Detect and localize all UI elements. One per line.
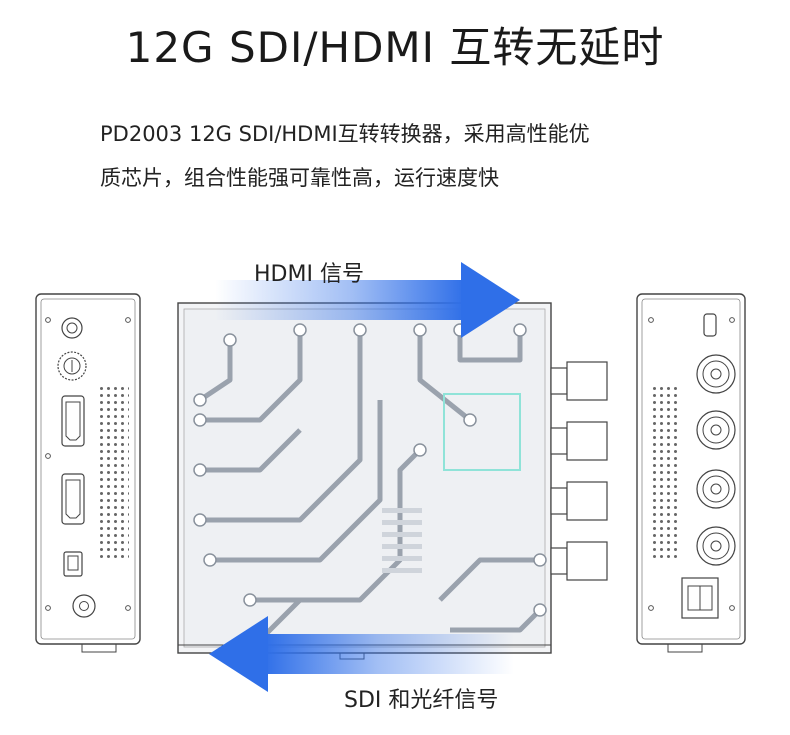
sfp-fiber-port-icon <box>681 577 719 619</box>
sdi-signal-arrow <box>209 616 514 692</box>
rotary-switch-icon <box>57 351 87 381</box>
hdmi-port-icon <box>61 473 85 525</box>
description-line-2: 质芯片，组合性能强可靠性高，运行速度快 <box>100 166 499 190</box>
bnc-port-icon <box>696 526 736 566</box>
usb-port-icon <box>63 551 83 577</box>
right-panel <box>636 293 746 653</box>
page-title: 12G SDI/HDMI 互转无延时 <box>125 23 665 72</box>
circuit-pads <box>193 323 547 617</box>
bnc-port-icon <box>696 354 736 394</box>
vent-grid <box>99 384 129 560</box>
hdmi-signal-arrow <box>215 262 520 338</box>
center-unit <box>177 302 608 660</box>
product-description: PD2003 12G SDI/HDMI互转转换器，采用高性能优 质芯片，组合性能… <box>100 112 740 200</box>
chip-outline <box>443 393 521 471</box>
micro-usb-port-icon <box>703 313 717 337</box>
sdi-signal-label: SDI 和光纤信号 <box>344 688 499 713</box>
description-line-1: PD2003 12G SDI/HDMI互转转换器，采用高性能优 <box>100 122 590 146</box>
power-button-icon <box>61 317 83 339</box>
hdmi-port-icon <box>61 395 85 447</box>
bnc-connectors-side <box>550 361 608 581</box>
hdmi-signal-label: HDMI 信号 <box>254 262 364 287</box>
bnc-port-icon <box>696 410 736 450</box>
dc-power-jack-icon <box>72 594 96 618</box>
vent-grid <box>650 384 680 560</box>
circuit-bus <box>382 508 422 573</box>
left-panel <box>35 293 141 653</box>
bnc-port-icon <box>696 469 736 509</box>
